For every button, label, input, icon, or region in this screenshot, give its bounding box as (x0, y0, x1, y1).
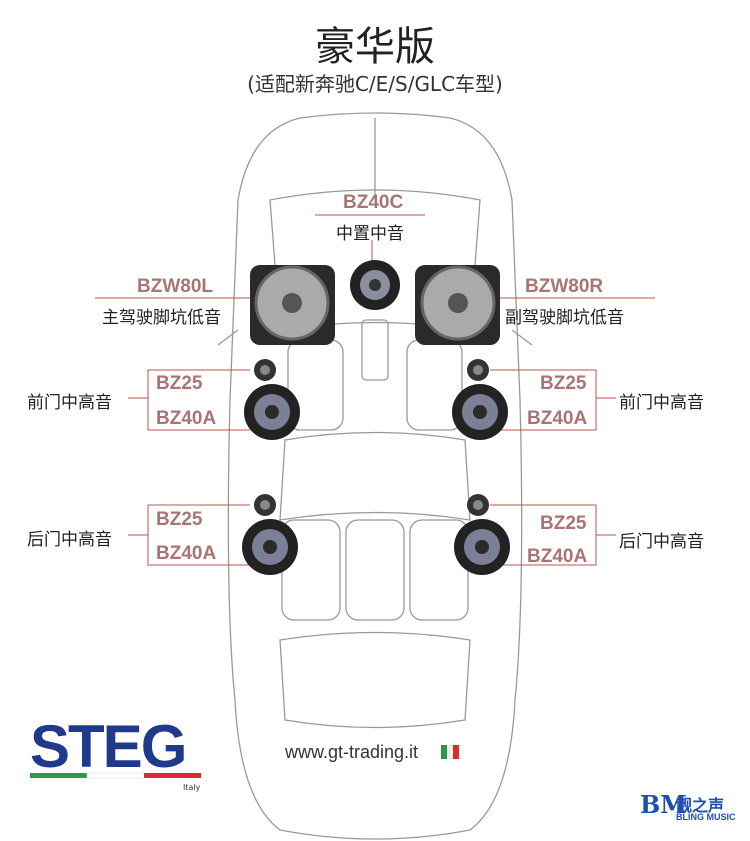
rear-left-desc: 后门中高音 (27, 530, 112, 550)
sub-left-desc: 主驾驶脚坑低音 (102, 308, 221, 328)
italy-flag-icon (441, 745, 459, 759)
rear-right-desc: 后门中高音 (619, 532, 704, 552)
dealer-name-cn: 靓之声 (676, 796, 725, 815)
tweeter-rear-right (467, 494, 489, 516)
subwoofer-left (250, 265, 335, 345)
rear-left-tweeter-label: BZ25 (156, 509, 203, 530)
woofer-rear-left (242, 519, 298, 575)
steg-logo: STEG (30, 713, 187, 780)
car-outline (217, 112, 533, 840)
tweeter-front-right (467, 359, 489, 381)
steg-flag-stripe (30, 772, 201, 779)
website-link[interactable]: www.gt-trading.it (285, 742, 419, 762)
bling-music-logo-mark: BM (640, 790, 687, 819)
front-left-woofer-label: BZ40A (156, 408, 217, 429)
tweeter-rear-left (254, 494, 276, 516)
sub-right-desc: 副驾驶脚坑低音 (505, 308, 624, 328)
front-right-tweeter-label: BZ25 (540, 373, 587, 394)
front-right-woofer-label: BZ40A (527, 408, 588, 429)
rear-left-woofer-label: BZ40A (156, 543, 217, 564)
center-speaker (350, 260, 400, 310)
front-left-tweeter-label: BZ25 (156, 373, 203, 394)
subwoofer-right (415, 265, 500, 345)
page-subtitle: (适配新奔驰C/E/S/GLC车型) (247, 72, 503, 96)
center-desc: 中置中音 (336, 224, 404, 244)
page-title: 豪华版 (315, 24, 435, 70)
sub-left-model-label: BZW80L (137, 276, 213, 297)
rear-right-tweeter-label: BZ25 (540, 513, 587, 534)
front-right-desc: 前门中高音 (619, 393, 704, 413)
dealer-name-en: BLING MUSIC (676, 812, 736, 822)
rear-right-woofer-label: BZ40A (527, 546, 588, 567)
tweeter-front-left (254, 359, 276, 381)
woofer-front-left (244, 384, 300, 440)
woofer-rear-right (454, 519, 510, 575)
sub-right-model-label: BZW80R (525, 276, 604, 297)
callout-lines (95, 214, 655, 566)
woofer-front-right (452, 384, 508, 440)
steg-country: Italy (183, 783, 201, 792)
front-left-desc: 前门中高音 (27, 393, 112, 413)
center-model-label: BZ40C (343, 192, 404, 213)
